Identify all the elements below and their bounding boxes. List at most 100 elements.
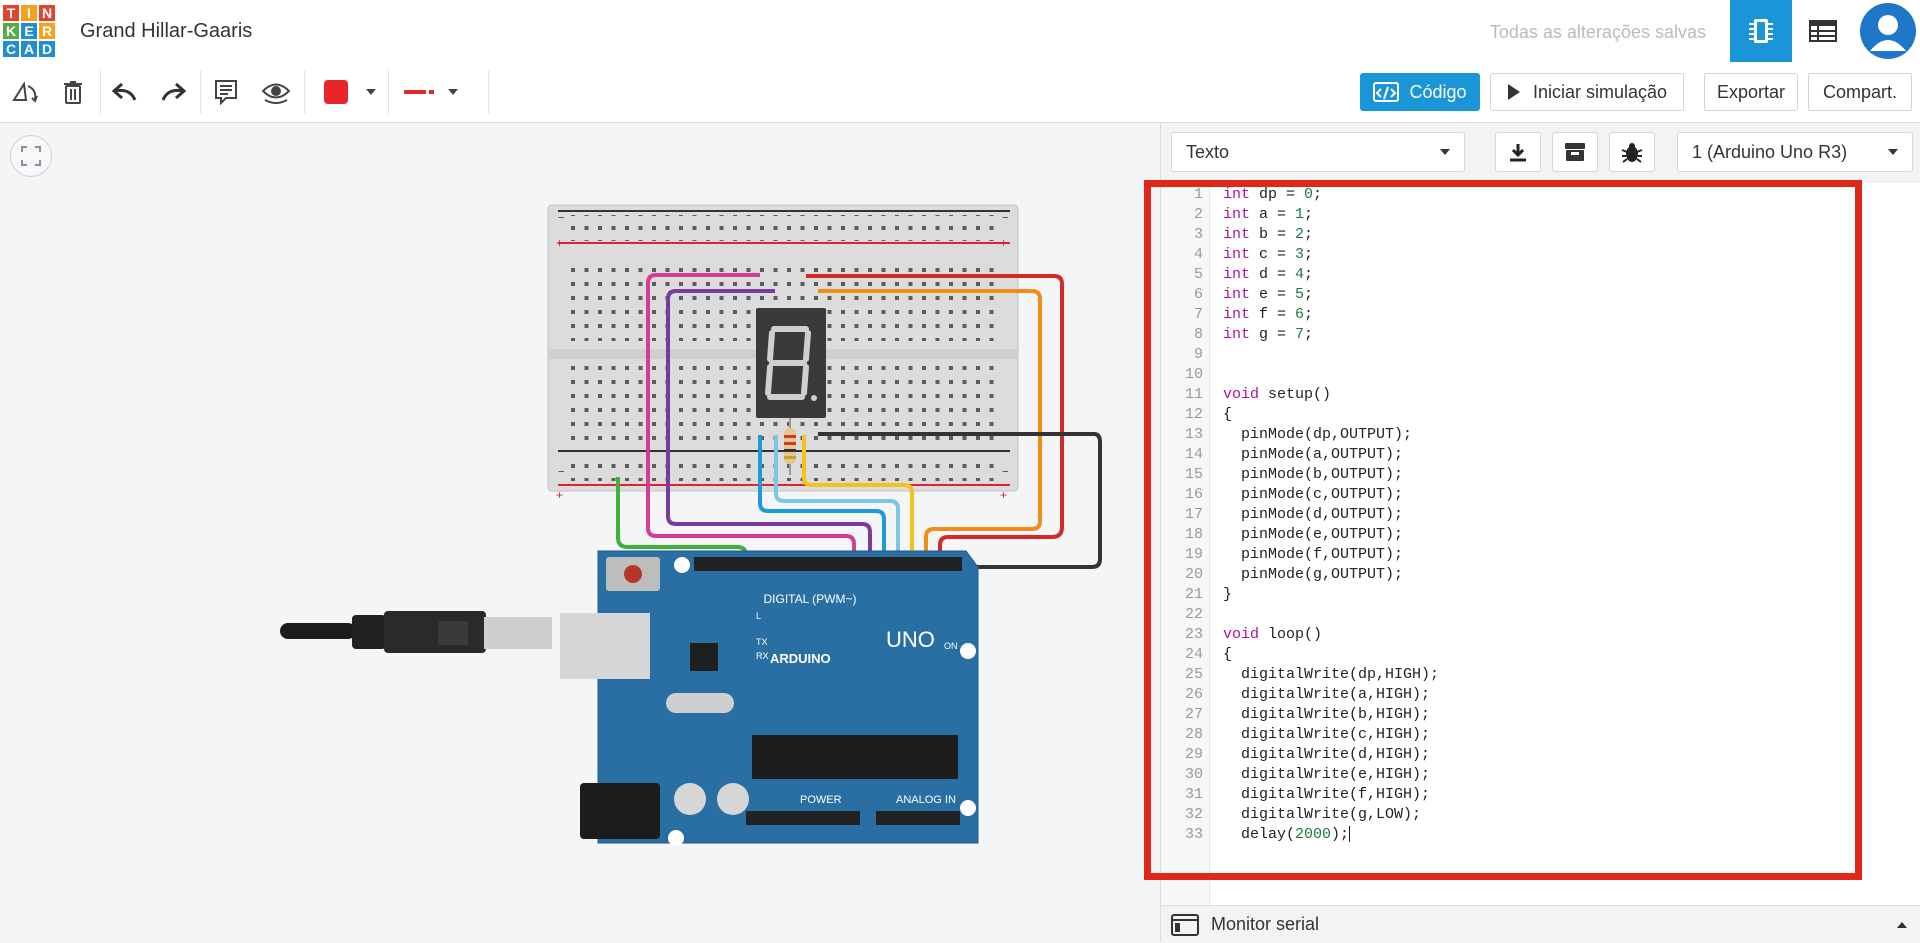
workplane-canvas[interactable]: − + − + − + − + [0, 123, 1160, 942]
chevron-up-icon[interactable] [1897, 921, 1907, 928]
code-line[interactable]: } [1223, 586, 1233, 603]
share-label: Compart. [1822, 81, 1898, 102]
rotate-button[interactable] [6, 73, 44, 111]
export-button[interactable]: Exportar [1704, 73, 1798, 111]
code-line[interactable]: pinMode(b,OUTPUT); [1223, 466, 1404, 483]
code-line[interactable]: digitalWrite(b,HIGH); [1223, 706, 1431, 723]
wire-style-icon [404, 90, 434, 94]
delete-button[interactable] [54, 73, 92, 111]
code-line[interactable]: int g = 7; [1223, 326, 1314, 343]
schematic-list-button[interactable] [1792, 0, 1854, 62]
code-line[interactable]: pinMode(a,OUTPUT); [1223, 446, 1404, 463]
seven-segment-display[interactable] [756, 308, 826, 418]
code-line[interactable]: digitalWrite(c,HIGH); [1223, 726, 1431, 743]
device-select[interactable]: 1 (Arduino Uno R3) [1677, 132, 1913, 172]
logo-letter: D [38, 40, 56, 58]
chip-icon [1749, 19, 1773, 43]
code-line[interactable]: delay(2000); [1223, 826, 1351, 843]
editor-mode-select[interactable]: Texto [1171, 132, 1465, 172]
top-bar: T I N K E R C A D Grand Hillar-Gaaris To… [0, 0, 1920, 63]
code-line[interactable]: void setup() [1223, 386, 1332, 403]
code-line[interactable]: int f = 6; [1223, 306, 1314, 323]
code-line[interactable]: pinMode(g,OUTPUT); [1223, 566, 1404, 583]
color-picker[interactable] [316, 73, 390, 111]
line-number: 23 [1184, 626, 1203, 643]
code-line[interactable]: pinMode(d,OUTPUT); [1223, 506, 1404, 523]
redo-button[interactable] [154, 73, 192, 111]
on-led-label: ON [944, 641, 958, 651]
line-number: 32 [1184, 806, 1203, 823]
code-line[interactable]: int b = 2; [1223, 226, 1314, 243]
code-line[interactable]: pinMode(f,OUTPUT); [1223, 546, 1404, 563]
rail-plus-label: + [1000, 488, 1007, 502]
wire-style-picker[interactable] [398, 73, 474, 111]
code-line[interactable]: digitalWrite(d,HIGH); [1223, 746, 1431, 763]
avatar-icon [1860, 3, 1916, 59]
analog-pins-label: ANALOG IN [896, 794, 956, 806]
code-line[interactable]: void loop() [1223, 626, 1323, 643]
color-swatch [324, 80, 348, 104]
fit-view-icon [21, 146, 41, 166]
share-button[interactable]: Compart. [1808, 73, 1912, 111]
code-line[interactable]: int dp = 0; [1223, 186, 1323, 203]
l-led-label: L [756, 611, 761, 621]
line-number: 31 [1184, 786, 1203, 803]
libraries-button[interactable] [1552, 132, 1598, 172]
chevron-down-icon [448, 89, 458, 95]
code-line[interactable]: int d = 4; [1223, 266, 1314, 283]
chevron-down-icon [1888, 149, 1898, 155]
code-icon [1373, 82, 1400, 102]
line-number: 14 [1184, 446, 1203, 463]
visibility-button[interactable] [257, 73, 295, 111]
code-line[interactable]: digitalWrite(f,HIGH); [1223, 786, 1431, 803]
power-pins-label: POWER [800, 794, 842, 806]
code-button[interactable]: Código [1360, 73, 1480, 111]
tinkercad-logo[interactable]: T I N K E R C A D [2, 4, 56, 58]
terminal-icon [1171, 913, 1199, 936]
debugger-button[interactable] [1609, 132, 1655, 172]
start-simulation-button[interactable]: Iniciar simulação [1490, 73, 1684, 111]
export-label: Exportar [1716, 81, 1786, 102]
code-line[interactable]: pinMode(dp,OUTPUT); [1223, 426, 1413, 443]
undo-button[interactable] [106, 73, 144, 111]
code-line[interactable]: int e = 5; [1223, 286, 1314, 303]
project-title[interactable]: Grand Hillar-Gaaris [80, 20, 253, 42]
code-line[interactable]: int a = 1; [1223, 206, 1314, 223]
code-line[interactable]: { [1223, 646, 1233, 663]
wires [616, 273, 1102, 569]
code-line[interactable]: digitalWrite(a,HIGH); [1223, 686, 1431, 703]
code-line[interactable]: int c = 3; [1223, 246, 1314, 263]
logo-letter: N [38, 4, 56, 22]
serial-monitor-label: Monitor serial [1211, 914, 1320, 934]
arduino-uno-board[interactable]: DIGITAL (PWM~) ARDUINO UNO POWER ANALOG … [560, 550, 979, 846]
code-line[interactable]: { [1223, 406, 1233, 423]
resistor[interactable] [784, 418, 796, 475]
code-line[interactable]: digitalWrite(e,HIGH); [1223, 766, 1431, 783]
download-code-button[interactable] [1495, 132, 1541, 172]
notes-button[interactable] [207, 73, 245, 111]
circuit-view-button[interactable] [1730, 0, 1792, 62]
code-line[interactable]: digitalWrite(g,LOW); [1223, 806, 1422, 823]
code-line[interactable]: pinMode(c,OUTPUT); [1223, 486, 1404, 503]
code-line[interactable]: pinMode(e,OUTPUT); [1223, 526, 1404, 543]
line-number: 8 [1193, 326, 1203, 343]
usb-cable[interactable] [280, 611, 552, 653]
line-number: 19 [1184, 546, 1203, 563]
toolbar: Código Iniciar simulação Exportar Compar… [0, 62, 1920, 123]
trash-icon [64, 81, 82, 104]
redo-icon [161, 82, 186, 101]
line-number: 26 [1184, 686, 1203, 703]
line-number: 5 [1193, 266, 1203, 283]
arduino-brand-label: ARDUINO [770, 651, 831, 666]
logo-letter: A [20, 40, 38, 58]
serial-monitor-bar[interactable]: Monitor serial [1161, 905, 1920, 943]
code-line[interactable]: digitalWrite(dp,HIGH); [1223, 666, 1440, 683]
fit-view-button[interactable] [10, 135, 52, 177]
logo-letter: R [38, 22, 56, 40]
digital-pins-label: DIGITAL (PWM~) [764, 592, 857, 606]
rail-minus-label: − [1002, 212, 1008, 224]
line-number: 7 [1193, 306, 1203, 323]
user-avatar[interactable] [1856, 0, 1920, 62]
line-number: 2 [1193, 206, 1203, 223]
